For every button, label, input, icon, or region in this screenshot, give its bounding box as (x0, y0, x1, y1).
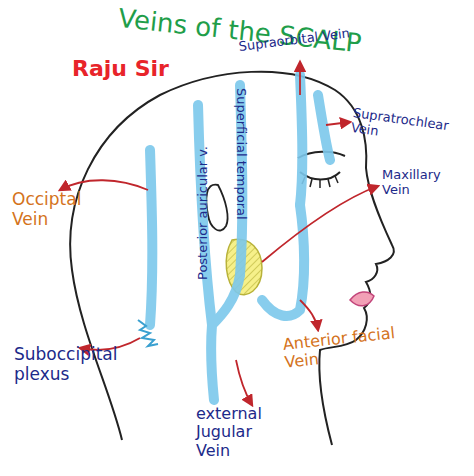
vein-label: Superficial temporal (233, 88, 248, 220)
lips (350, 292, 374, 306)
vein-label: Occiptal Vein (12, 190, 102, 229)
eyelashes (302, 176, 338, 188)
external-jugular-vein (211, 275, 240, 400)
plexus-label: Suboccipital plexus (14, 345, 124, 384)
leader-arrow (299, 62, 301, 95)
vein-label: Maxillary Vein (382, 168, 462, 198)
occipital-vein (150, 150, 152, 325)
vein-label: Posterior auricular v. (196, 146, 211, 280)
leader-arrow (300, 300, 318, 330)
leader-arrow (326, 122, 350, 125)
vein-label: Supratrochlear Vein (350, 106, 463, 151)
anterior-facial-vein (262, 205, 304, 316)
vein-label: external Jugular Vein (196, 405, 286, 460)
suboccipital-plexus (138, 320, 158, 346)
leader-arrow (236, 360, 252, 405)
vein-label: Anterior facial Vein (282, 323, 405, 372)
supratrochlear-vein (318, 95, 330, 160)
head-outline (70, 72, 394, 445)
author-label: Raju Sir (72, 56, 169, 81)
leader-arrow (262, 186, 378, 262)
leader-arrow (60, 180, 148, 190)
